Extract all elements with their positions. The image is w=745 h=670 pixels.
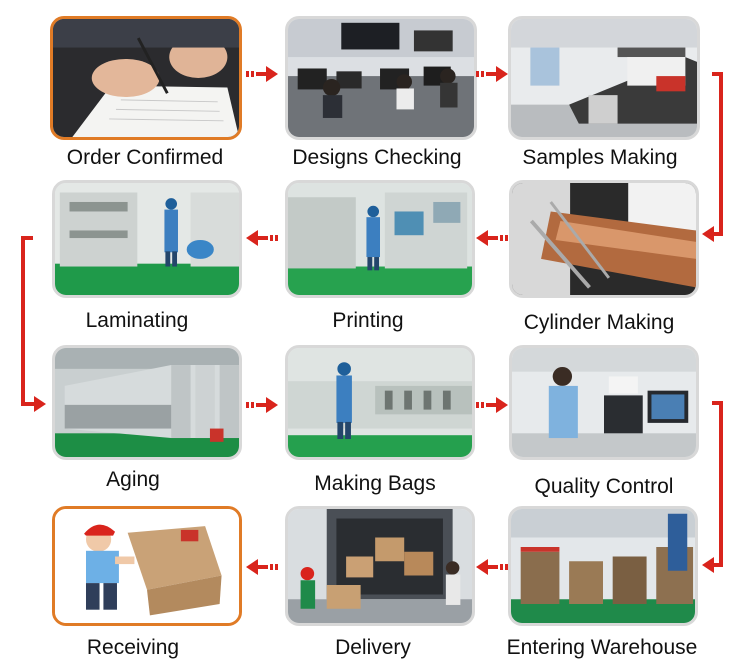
- step-label: Samples Making: [522, 146, 678, 169]
- bag-making-machine-photo: [285, 345, 475, 460]
- step-label: Aging: [106, 468, 160, 491]
- truck-loading-photo: [285, 506, 475, 626]
- arrow-right: [476, 66, 508, 82]
- step-label: Designs Checking: [292, 146, 462, 169]
- step-label: Entering Warehouse: [506, 636, 698, 659]
- arrow-right: [246, 397, 278, 413]
- aging-room-photo: [52, 345, 242, 460]
- warehouse-photo: [508, 506, 698, 626]
- arrow-left: [246, 559, 278, 575]
- courier-box-photo: [52, 506, 242, 626]
- printing-machine-photo: [285, 180, 475, 298]
- lab-testing-photo: [509, 345, 699, 460]
- copper-cylinder-photo: [509, 180, 699, 298]
- arrow-left: [476, 230, 508, 246]
- signing-contract-photo: [50, 16, 242, 140]
- arrow-left: [476, 559, 508, 575]
- step-label: Order Confirmed: [66, 146, 224, 169]
- sample-printer-photo: [508, 16, 700, 140]
- design-office-photo: [285, 16, 477, 140]
- arrow-right: [476, 397, 508, 413]
- laminating-machine-photo: [52, 180, 242, 298]
- arrow-left: [246, 230, 278, 246]
- step-label: Printing: [332, 309, 404, 332]
- step-label: Delivery: [335, 636, 411, 659]
- step-label: Making Bags: [314, 472, 436, 495]
- step-label: Cylinder Making: [523, 311, 675, 334]
- step-label: Laminating: [85, 309, 189, 332]
- step-label: Receiving: [86, 636, 180, 659]
- step-label: Quality Control: [534, 475, 674, 498]
- arrow-right: [246, 66, 278, 82]
